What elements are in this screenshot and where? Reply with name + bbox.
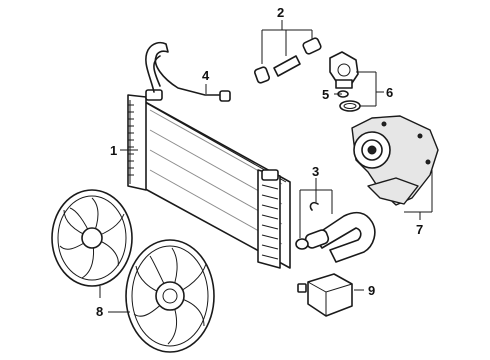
callout-6: 6 — [386, 85, 393, 100]
callout-1: 1 — [110, 143, 117, 158]
fan-right — [125, 239, 215, 353]
lower-radiator-hose — [295, 201, 376, 263]
callout-3: 3 — [312, 164, 319, 179]
radiator — [127, 89, 291, 269]
fan-control-module — [297, 273, 353, 317]
callout-7: 7 — [416, 222, 423, 237]
fan-left — [51, 189, 133, 287]
thermostat-housing — [329, 51, 361, 112]
callout-leaders — [99, 20, 433, 313]
callout-2: 2 — [277, 5, 284, 20]
water-pump — [351, 115, 439, 206]
hose-set — [254, 37, 322, 84]
callout-5: 5 — [322, 87, 329, 102]
callout-4: 4 — [202, 68, 210, 83]
callout-8: 8 — [96, 304, 103, 319]
callout-labels: 1 2 3 4 5 6 7 8 9 — [96, 5, 423, 319]
callout-9: 9 — [368, 283, 375, 298]
upper-radiator-hose — [145, 41, 231, 102]
